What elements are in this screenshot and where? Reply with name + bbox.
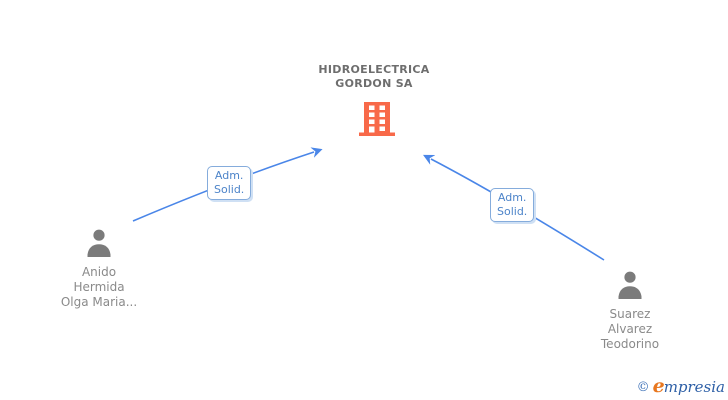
relation-label-line: Solid. [214,183,245,196]
company-name-line2: GORDON SA [335,77,413,90]
person-icon [84,229,114,262]
person-name-line: Alvarez [607,322,653,336]
person-name-line: Hermida [73,280,125,294]
relation-label-line: Adm. [214,169,244,182]
person-name-line: Olga Maria... [60,295,138,309]
person-name-line: Anido [81,265,117,279]
relation-label-right[interactable]: Adm. Solid. [490,188,535,222]
empresia-watermark[interactable]: ©empresia [637,375,725,397]
person-node-anido-hermida[interactable]: Anido Hermida Olga Maria... [39,228,159,310]
company-name: HIDROELECTRICA GORDON SA [284,63,464,91]
relation-label-line: Solid. [497,205,528,218]
company-name-line1: HIDROELECTRICA [318,63,430,76]
relation-label-line: Adm. [497,191,527,204]
person-name-line: Teodorino [600,337,660,351]
company-node[interactable]: HIDROELECTRICA GORDON SA [284,63,464,140]
person-name: Anido Hermida Olga Maria... [39,265,159,310]
copyright-icon: © [636,380,650,395]
building-icon [287,102,467,140]
person-name: Suarez Alvarez Teodorino [570,307,690,352]
brand-logo-text: mpresia [663,378,725,396]
person-icon [615,271,645,304]
person-name-line: Suarez [609,307,651,321]
relation-label-left[interactable]: Adm. Solid. [207,166,252,200]
brand-logo-initial: e [652,375,665,397]
person-node-suarez-alvarez[interactable]: Suarez Alvarez Teodorino [570,270,690,352]
